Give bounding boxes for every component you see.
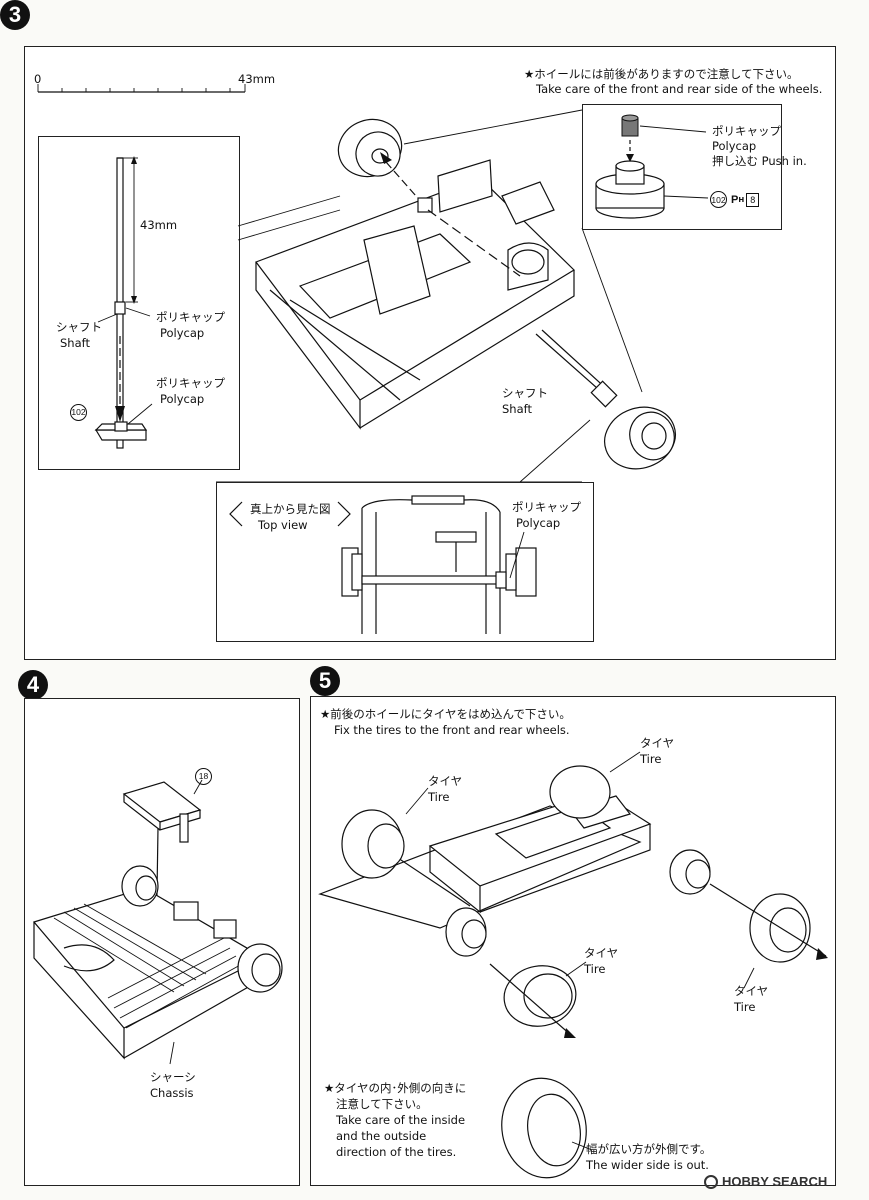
tire-label-mid-en: Tire	[584, 962, 606, 976]
step-5-badge: 5	[310, 666, 340, 696]
step5-note2-en-1: Take care of the inside	[336, 1113, 466, 1127]
scale-bar	[37, 84, 246, 93]
inset-shaft-jp: シャフト	[56, 320, 102, 334]
top-view-polycap-en: Polycap	[516, 516, 561, 530]
top-view-leader	[509, 531, 525, 579]
shaft-length-diagram	[94, 156, 153, 449]
step-3-badge: 3	[0, 0, 30, 30]
tire-label-mid-jp: タイヤ	[584, 946, 619, 960]
chassis-en: Chassis	[150, 1086, 194, 1100]
inset-polycap1-en: Polycap	[160, 326, 205, 340]
inset-polycap1-jp: ポリキャップ	[156, 310, 225, 324]
scale-start-label: 0	[34, 72, 42, 86]
tire-label-left-jp: タイヤ	[428, 774, 463, 788]
shaft-label-en: Shaft	[502, 402, 532, 416]
push-in-jp: 押し込む	[712, 154, 758, 168]
step5-note2-jp-1: ★タイヤの内･外側の向きに	[324, 1081, 467, 1095]
part-102-badge-2: 102	[710, 191, 727, 208]
part-18-badge: 18	[195, 767, 212, 785]
inset-polycap2-jp: ポリキャップ	[156, 376, 225, 390]
inset-shaft-en: Shaft	[60, 336, 90, 350]
step4-part-number: 18	[195, 764, 212, 785]
tire-label-right-en: Tire	[734, 1000, 756, 1014]
step5-tire-assembly-drawing	[318, 751, 828, 1179]
step5-note-en: Fix the tires to the front and rear whee…	[334, 723, 570, 737]
step5-note-jp: ★前後のホイールにタイヤをはめ込んで下さい。	[320, 707, 571, 721]
watermark-text: HOBBY SEARCH	[722, 1174, 828, 1189]
inset-length-label: 43mm	[140, 218, 178, 232]
watermark-logo-icon	[704, 1174, 718, 1189]
step5-note2-en-3: direction of the tires.	[336, 1145, 457, 1159]
push-in-en: Push in.	[761, 154, 807, 168]
tree-sub: H	[738, 195, 745, 204]
chassis-assembly-drawing	[255, 118, 676, 470]
chassis-jp: シャーシ	[150, 1070, 196, 1084]
hobby-search-watermark: HOBBY SEARCH	[704, 1174, 827, 1189]
top-view-diagram	[229, 495, 537, 634]
top-view-en: Top view	[258, 518, 308, 532]
tree-letter: P	[731, 193, 739, 206]
scale-end-label: 43mm	[238, 72, 276, 86]
tire-label-right-jp: タイヤ	[734, 984, 769, 998]
step5-note2-en-2: and the outside	[336, 1129, 427, 1143]
wide-side-en: The wider side is out.	[586, 1158, 709, 1172]
inset-part-number: 102	[70, 400, 87, 421]
tire-label-top-jp: タイヤ	[640, 736, 675, 750]
step-4-badge: 4	[18, 670, 48, 700]
step5-note2-jp-2: 注意して下さい。	[336, 1097, 428, 1111]
top-view-jp: 真上から見た図	[250, 502, 331, 516]
wide-side-jp: 幅が広い方が外側です。	[586, 1142, 712, 1156]
tire-label-top-en: Tire	[640, 752, 662, 766]
step4-chassis-drawing	[32, 779, 283, 1065]
polycap-part-label: 102 P H 8	[710, 191, 760, 208]
inset-polycap2-en: Polycap	[160, 392, 205, 406]
top-view-polycap-jp: ポリキャップ	[512, 500, 581, 514]
tree-count: 8	[746, 192, 760, 207]
part-102-badge: 102	[70, 403, 87, 421]
step3-note-en: Take care of the front and rear side of …	[536, 82, 823, 96]
polycap-wheel-diagram	[595, 114, 709, 219]
polycap-inset-en: Polycap	[712, 139, 757, 153]
step3-note-jp: ★ホイールには前後がありますので注意して下さい。	[524, 67, 799, 81]
tire-label-left-en: Tire	[428, 790, 450, 804]
polycap-inset-jp: ポリキャップ	[712, 124, 781, 138]
shaft-label-jp: シャフト	[502, 386, 548, 400]
push-in-label: 押し込む Push in.	[712, 154, 807, 169]
